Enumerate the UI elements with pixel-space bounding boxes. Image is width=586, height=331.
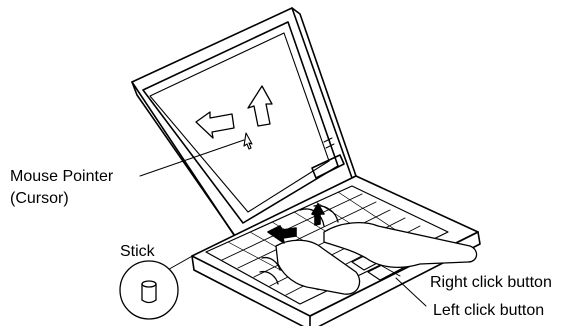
label-stick: Stick	[120, 243, 156, 260]
label-left-click-button: Left click button	[433, 302, 544, 319]
stick-cylinder-icon	[120, 261, 178, 319]
label-cursor: (Cursor)	[10, 190, 69, 207]
label-mouse-pointer: Mouse Pointer	[10, 168, 114, 185]
label-right-click-button: Right click button	[430, 274, 552, 291]
